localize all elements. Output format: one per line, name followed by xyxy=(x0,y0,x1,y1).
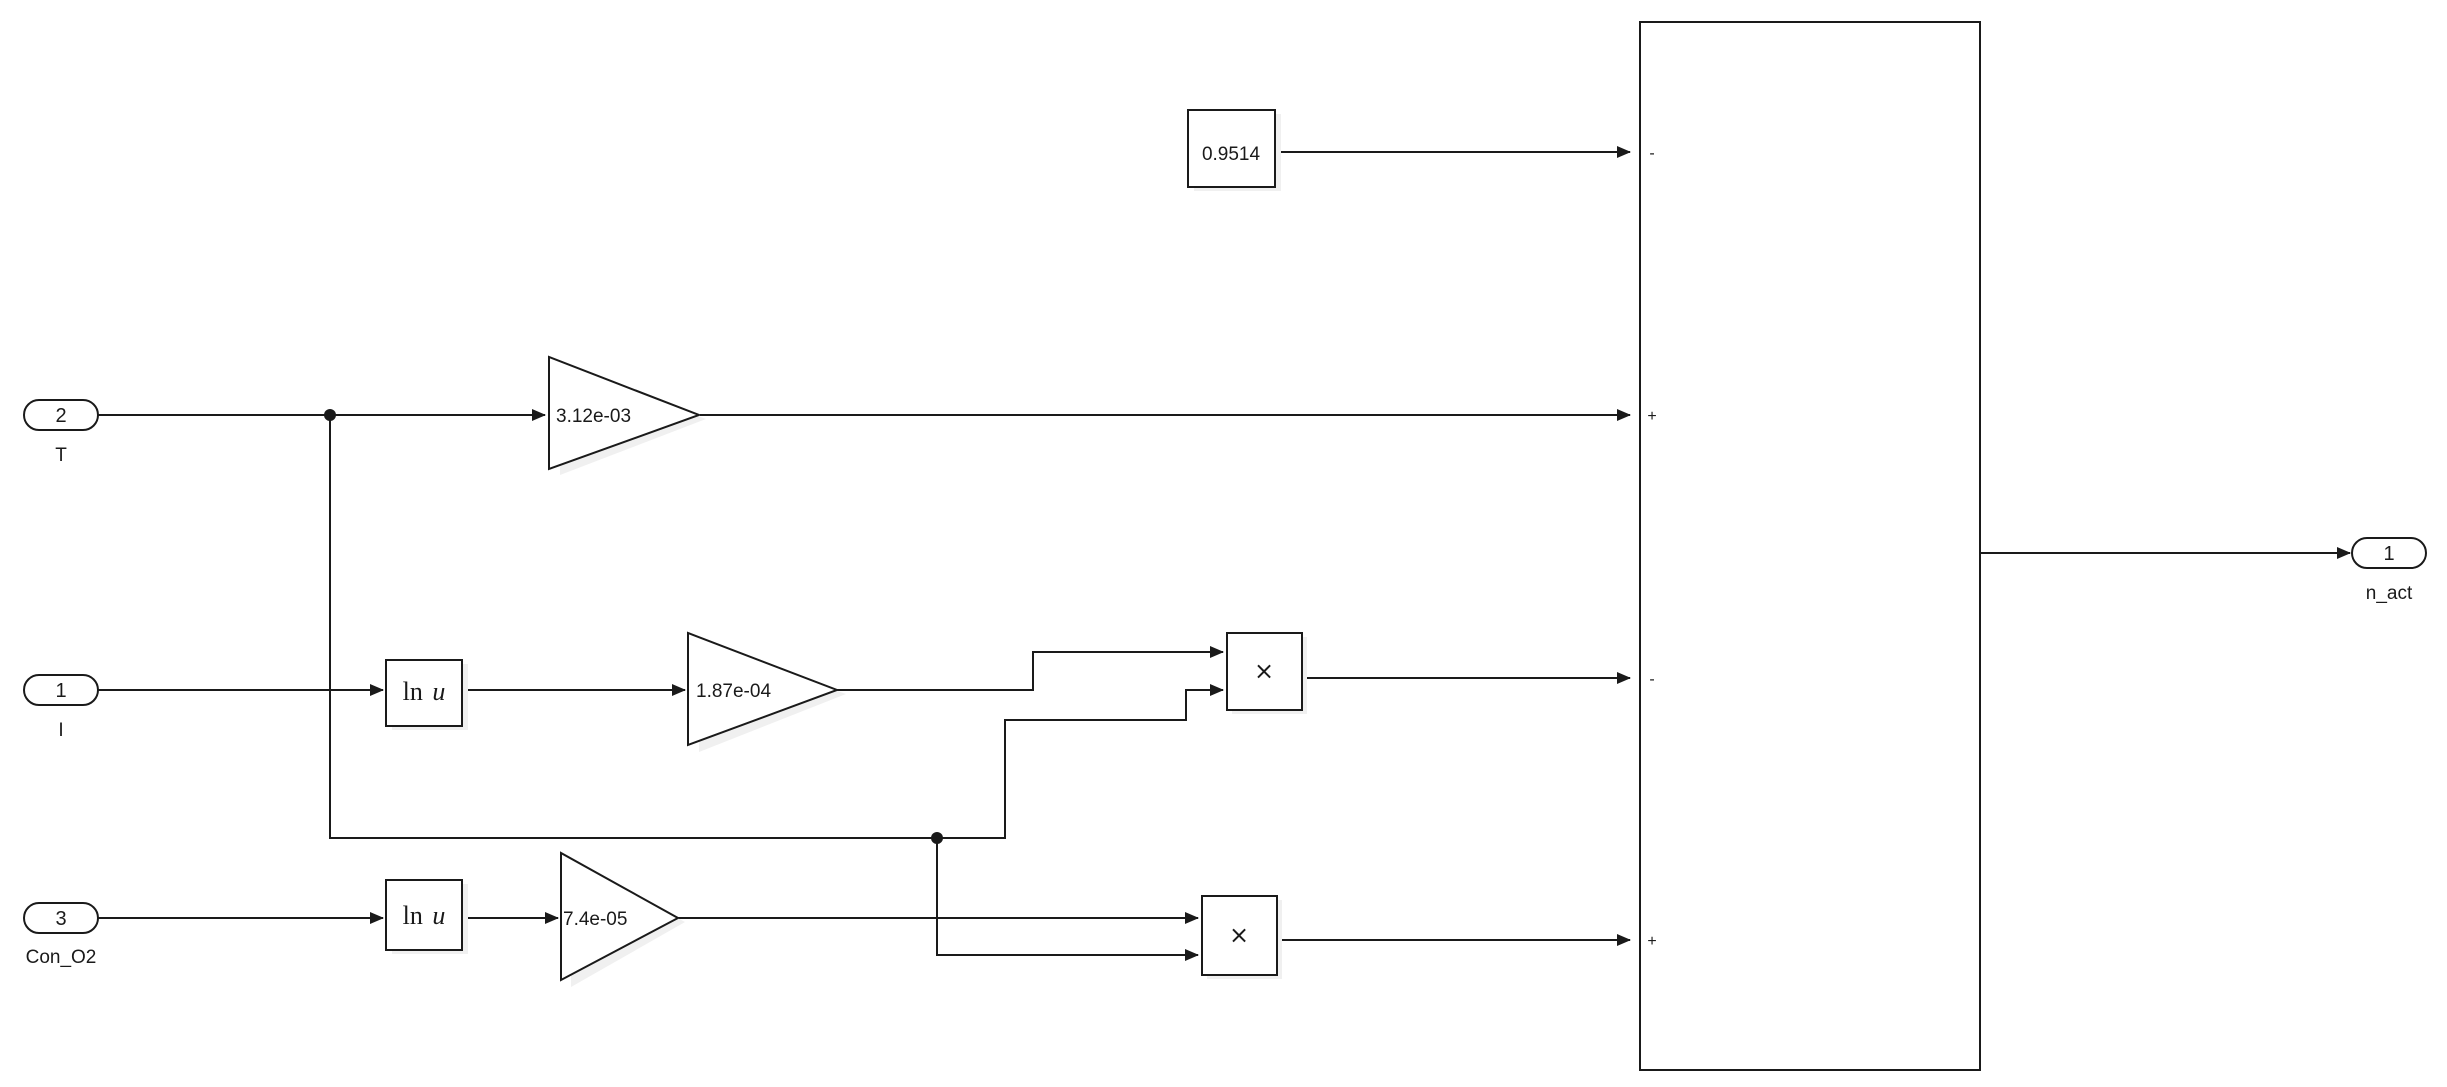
sum-sign-1: - xyxy=(1649,145,1654,162)
ln-O2-var: u xyxy=(432,901,445,930)
inport-Con-O2-label: Con_O2 xyxy=(26,947,97,968)
ln-block-I[interactable]: ln u xyxy=(385,659,468,730)
outport-number: 1 xyxy=(2383,543,2394,565)
product-block-1[interactable]: × xyxy=(1226,632,1307,714)
junction-dot-bus xyxy=(931,832,943,844)
wire-gainI-to-product1[interactable] xyxy=(837,646,1224,691)
inport-I-number: 1 xyxy=(55,680,66,702)
inport-T-number: 2 xyxy=(55,405,66,427)
gain-block-I[interactable]: 1.87e-04 xyxy=(687,631,846,752)
inport-T-label: T xyxy=(55,445,67,466)
wire-T-branch[interactable] xyxy=(329,415,1224,839)
inport-I-label: I xyxy=(58,720,63,741)
gain-I-value: 1.87e-04 xyxy=(696,681,771,702)
gain-O2-value: 7.4e-05 xyxy=(563,909,627,930)
gain-block-O2[interactable]: 7.4e-05 xyxy=(560,851,685,987)
outport-n-act[interactable]: 1 n_act xyxy=(2351,537,2427,604)
signal-lines xyxy=(98,146,2351,961)
product-1-symbol: × xyxy=(1254,657,1274,685)
ln-I-var: u xyxy=(432,677,445,706)
sum-sign-4: + xyxy=(1647,933,1656,950)
gain-T-value: 3.12e-03 xyxy=(556,406,631,427)
constant-value: 0.9514 xyxy=(1202,144,1261,165)
constant-block[interactable]: 0.9514 xyxy=(1187,109,1281,191)
sum-sign-3: - xyxy=(1649,671,1654,688)
inport-T[interactable]: 2 T xyxy=(23,399,99,466)
inport-I[interactable]: 1 I xyxy=(23,674,99,741)
product-block-2[interactable]: × xyxy=(1201,895,1282,979)
outport-label: n_act xyxy=(2366,583,2413,604)
wire-T-branch-product2[interactable] xyxy=(936,838,1199,961)
junction-dot-T xyxy=(324,409,336,421)
ln-I-fn: ln xyxy=(403,677,423,706)
gain-block-T[interactable]: 3.12e-03 xyxy=(548,355,706,475)
ln-block-O2[interactable]: ln u xyxy=(385,879,468,954)
inport-Con-O2[interactable]: 3 Con_O2 xyxy=(23,902,99,968)
inport-Con-O2-number: 3 xyxy=(55,908,66,930)
sum-block[interactable]: - + - + xyxy=(1639,21,1981,1071)
sum-sign-2: + xyxy=(1647,408,1656,425)
product-2-symbol: × xyxy=(1229,921,1249,949)
ln-O2-fn: ln xyxy=(403,901,423,930)
ln-I-label: ln u xyxy=(403,677,446,706)
ln-O2-label: ln u xyxy=(403,901,446,930)
